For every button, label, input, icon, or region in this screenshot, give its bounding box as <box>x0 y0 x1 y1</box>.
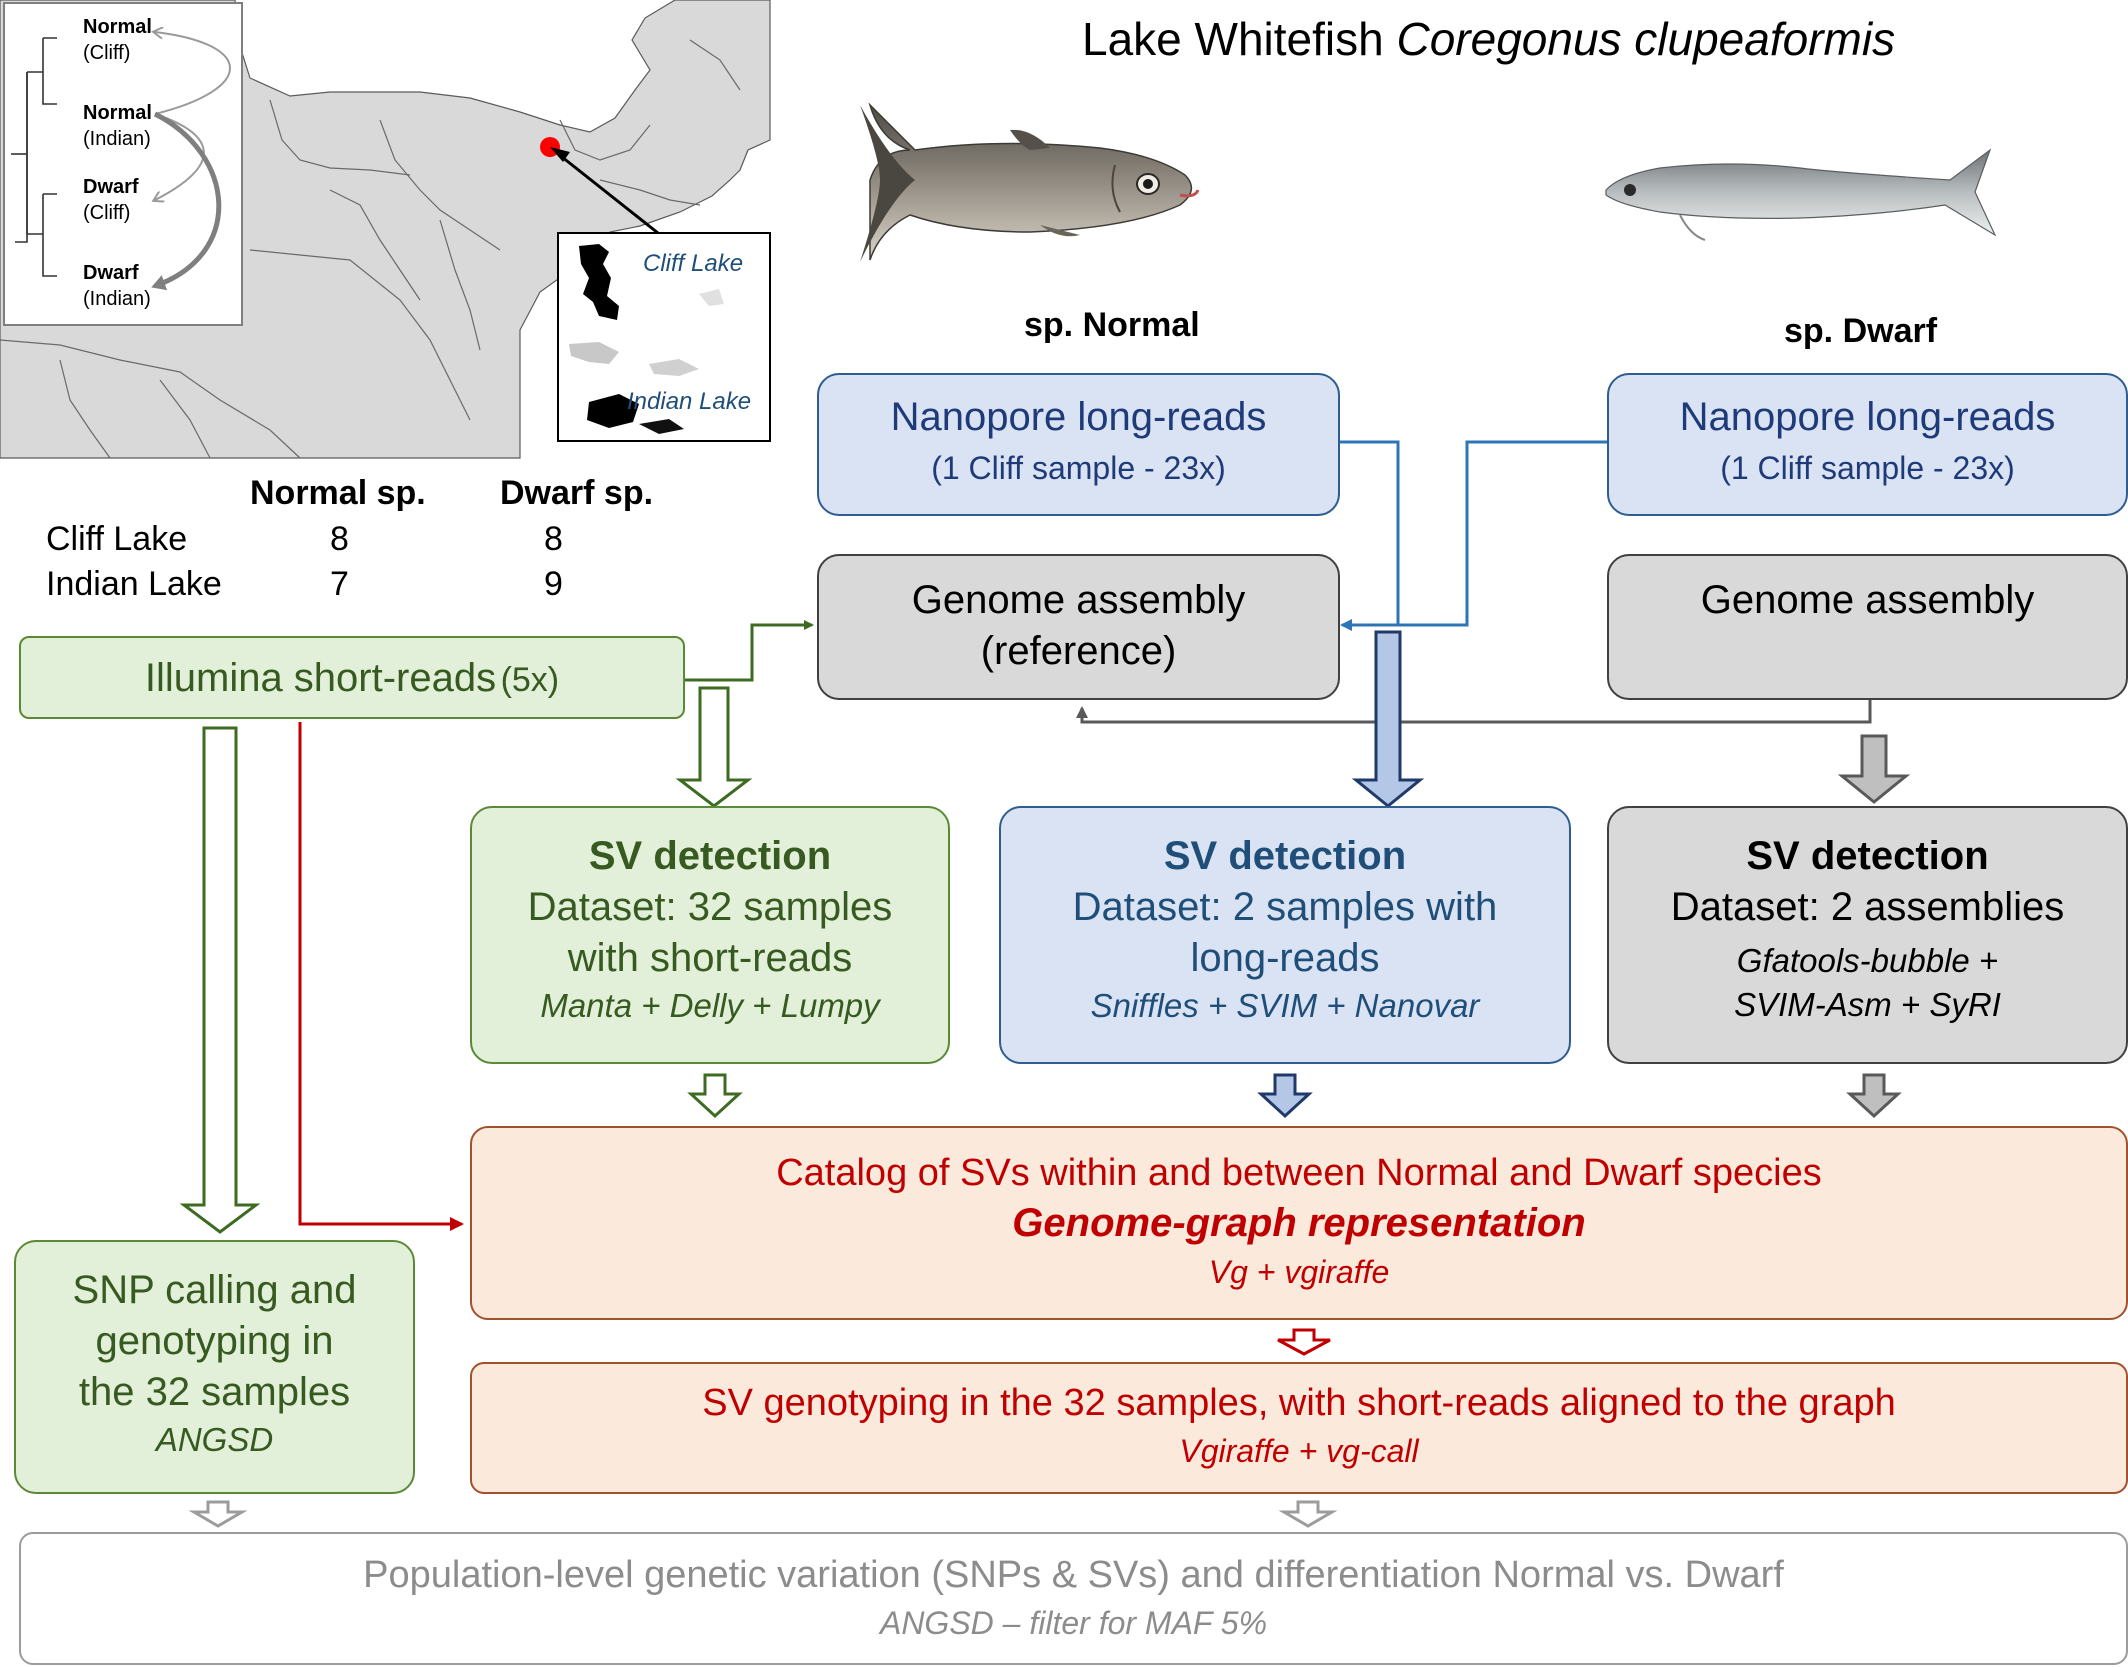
population-tools: ANGSD – filter for MAF 5% <box>879 1605 1268 1641</box>
assembly-dwarf-title: Genome assembly <box>1700 578 2035 622</box>
illumina-label: Illumina short-reads <box>144 656 497 700</box>
snp-line3: the 32 samples <box>78 1370 351 1414</box>
table-row-indian-lake: Indian Lake <box>46 565 222 603</box>
illumina-box: Illumina short-reads (5x) <box>19 636 685 719</box>
table-cell-indian-dwarf: 9 <box>544 565 563 603</box>
sv-asm-line1: Dataset: 2 assemblies <box>1670 885 2065 929</box>
phylogeny-tree <box>11 4 231 291</box>
sv-long-line1: Dataset: 2 samples with <box>1072 885 1498 929</box>
sv-genotyping-box: SV genotyping in the 32 samples, with sh… <box>470 1362 2128 1494</box>
dwarf-species-label: sp. Dwarf <box>1784 312 1938 350</box>
population-title: Population-level genetic variation (SNPs… <box>363 1554 1784 1596</box>
illumina-depth: (5x) <box>500 661 560 699</box>
sv-short-line2: with short-reads <box>567 936 853 980</box>
lake-inset: Cliff Lake Indian Lake <box>557 232 771 442</box>
tree-leaf-2: Normal (Indian) <box>83 102 152 150</box>
page-title: Lake Whitefish Coregonus clupeaformis <box>1082 13 1896 65</box>
sv-short-tools: Manta + Delly + Lumpy <box>540 987 880 1024</box>
dwarf-fish-image <box>1605 148 1997 241</box>
normal-fish-image <box>860 102 1200 262</box>
sv-asm-tools2: SVIM-Asm + SyRI <box>1734 986 2001 1023</box>
snp-line1: SNP calling and <box>72 1268 357 1312</box>
lake-shapes <box>569 244 724 434</box>
sv-genotyping-title: SV genotyping in the 32 samples, with sh… <box>702 1382 1896 1424</box>
catalog-tools: Vg + vgiraffe <box>1208 1254 1390 1290</box>
indian-lake-label: Indian Lake <box>627 388 752 415</box>
normal-species-label: sp. Normal <box>1024 306 1200 344</box>
snp-line2: genotyping in <box>95 1319 334 1363</box>
snp-calling-box: SNP calling and genotyping in the 32 sam… <box>14 1240 415 1494</box>
table-row-cliff-lake: Cliff Lake <box>46 520 188 558</box>
tree-leaf-4: Dwarf (Indian) <box>83 262 151 310</box>
cliff-lake-label: Cliff Lake <box>643 250 744 277</box>
nanopore-dwarf-box: Nanopore long-reads (1 Cliff sample - 23… <box>1607 373 2128 516</box>
sv-short-line1: Dataset: 32 samples <box>527 885 893 929</box>
assembly-reference-title: Genome assembly <box>911 578 1246 622</box>
tree-leaf-1: Normal (Cliff) <box>83 16 152 64</box>
phylogeny-panel: Normal (Cliff) Normal (Indian) Dwarf (Cl… <box>3 2 243 326</box>
catalog-subtitle: Genome-graph representation <box>1012 1201 1586 1245</box>
nanopore-normal-title: Nanopore long-reads <box>890 395 1267 439</box>
nanopore-dwarf-detail: (1 Cliff sample - 23x) <box>1720 450 2015 486</box>
sv-short-title: SV detection <box>588 834 832 878</box>
nanopore-dwarf-title: Nanopore long-reads <box>1679 395 2056 439</box>
assembly-dwarf-box: Genome assembly <box>1607 554 2128 700</box>
assembly-reference-box: Genome assembly (reference) <box>817 554 1340 700</box>
sv-asm-tools1: Gfatools-bubble + <box>1736 942 1999 979</box>
tree-leaf-3: Dwarf (Cliff) <box>83 176 139 224</box>
catalog-box: Catalog of SVs within and between Normal… <box>470 1126 2128 1320</box>
table-cell-indian-normal: 7 <box>330 565 349 603</box>
sv-long-line2: long-reads <box>1190 936 1380 980</box>
sv-long-title: SV detection <box>1163 834 1407 878</box>
catalog-title: Catalog of SVs within and between Normal… <box>776 1152 1822 1194</box>
population-box: Population-level genetic variation (SNPs… <box>19 1532 2128 1665</box>
nanopore-normal-detail: (1 Cliff sample - 23x) <box>931 450 1226 486</box>
sv-detection-assembly-box: SV detection Dataset: 2 assemblies Gfato… <box>1607 806 2128 1064</box>
nanopore-normal-box: Nanopore long-reads (1 Cliff sample - 23… <box>817 373 1340 516</box>
sv-detection-long-box: SV detection Dataset: 2 samples with lon… <box>999 806 1571 1064</box>
sv-long-tools: Sniffles + SVIM + Nanovar <box>1090 987 1480 1024</box>
table-header-dwarf: Dwarf sp. <box>500 474 654 512</box>
table-header-normal: Normal sp. <box>250 474 426 512</box>
sv-genotyping-tools: Vgiraffe + vg-call <box>1179 1433 1419 1469</box>
table-cell-cliff-dwarf: 8 <box>544 520 563 558</box>
table-cell-cliff-normal: 8 <box>330 520 349 558</box>
assembly-reference-subtitle: (reference) <box>980 629 1177 673</box>
sv-asm-title: SV detection <box>1746 834 1989 878</box>
snp-tools: ANGSD <box>155 1421 274 1458</box>
sv-detection-short-box: SV detection Dataset: 32 samples with sh… <box>470 806 950 1064</box>
